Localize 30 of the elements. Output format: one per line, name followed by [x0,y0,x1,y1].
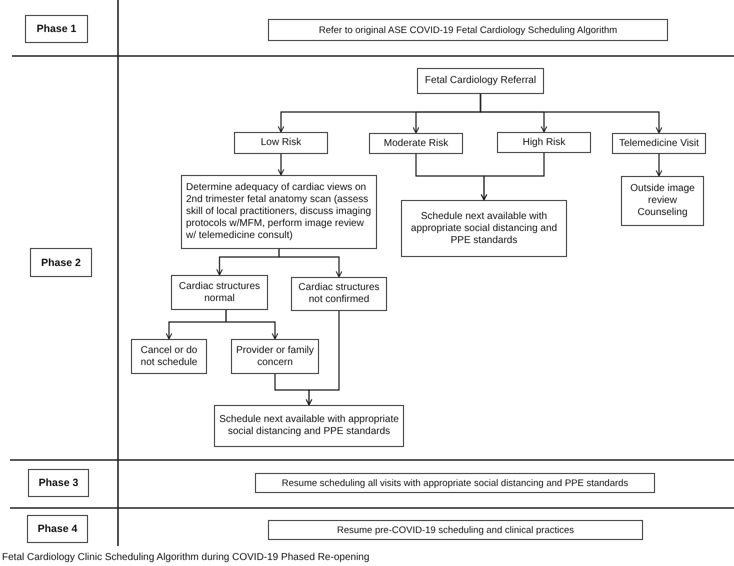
process-box: Determine adequacy of cardiac views on 2nd trimester fetal anatomy scan (assess skill of local practitioners, discuss imaging protocols w/MFM, perform image review w/ telemedicine consult) [181,175,377,249]
process-box: High Risk [497,132,591,153]
process-box: Provider or family concern [231,339,319,374]
box-text: Counseling [637,207,688,219]
arrow [278,249,342,278]
phase-box: Phase 1 [25,15,88,43]
phase-box: Phase 3 [28,469,89,497]
process-box: Cardiac structures normal [171,275,268,310]
process-box: Schedule next available with appropriate social distancing and PPE standards [401,200,567,257]
process-box: Resume pre-COVID-19 scheduling and clinical practices [268,520,643,540]
process-box: Cancel or do not schedule [131,339,207,374]
process-box: Schedule next available with appropriate social distancing and PPE standards [214,405,404,447]
process-box: Cardiac structures not confirmed [291,277,387,311]
box-text: Outside image review [629,183,696,207]
arrow [480,94,662,134]
arrow [656,154,662,176]
phase-box: Phase 2 [30,248,92,277]
process-box: Moderate Risk [369,133,463,154]
caption: Fetal Cardiology Clinic Scheduling Algorithm during COVID-19 Phased Re-opening [2,552,370,564]
phase-box: Phase 4 [27,515,88,543]
arrow [278,154,284,176]
process-box: Resume scheduling all visits with appropriate social distancing and PPE standards [255,473,655,493]
process-box: Refer to original ASE COVID-19 Fetal Cardiology Scheduling Algorithm [268,19,668,41]
arrow [480,153,545,200]
process-box: Telemedicine Visit [612,133,706,154]
process-box: Low Risk [234,132,328,154]
process-box: Fetal Cardiology Referral [417,68,544,94]
arrow [225,310,278,340]
process-box [621,176,704,226]
arrow [306,311,340,406]
